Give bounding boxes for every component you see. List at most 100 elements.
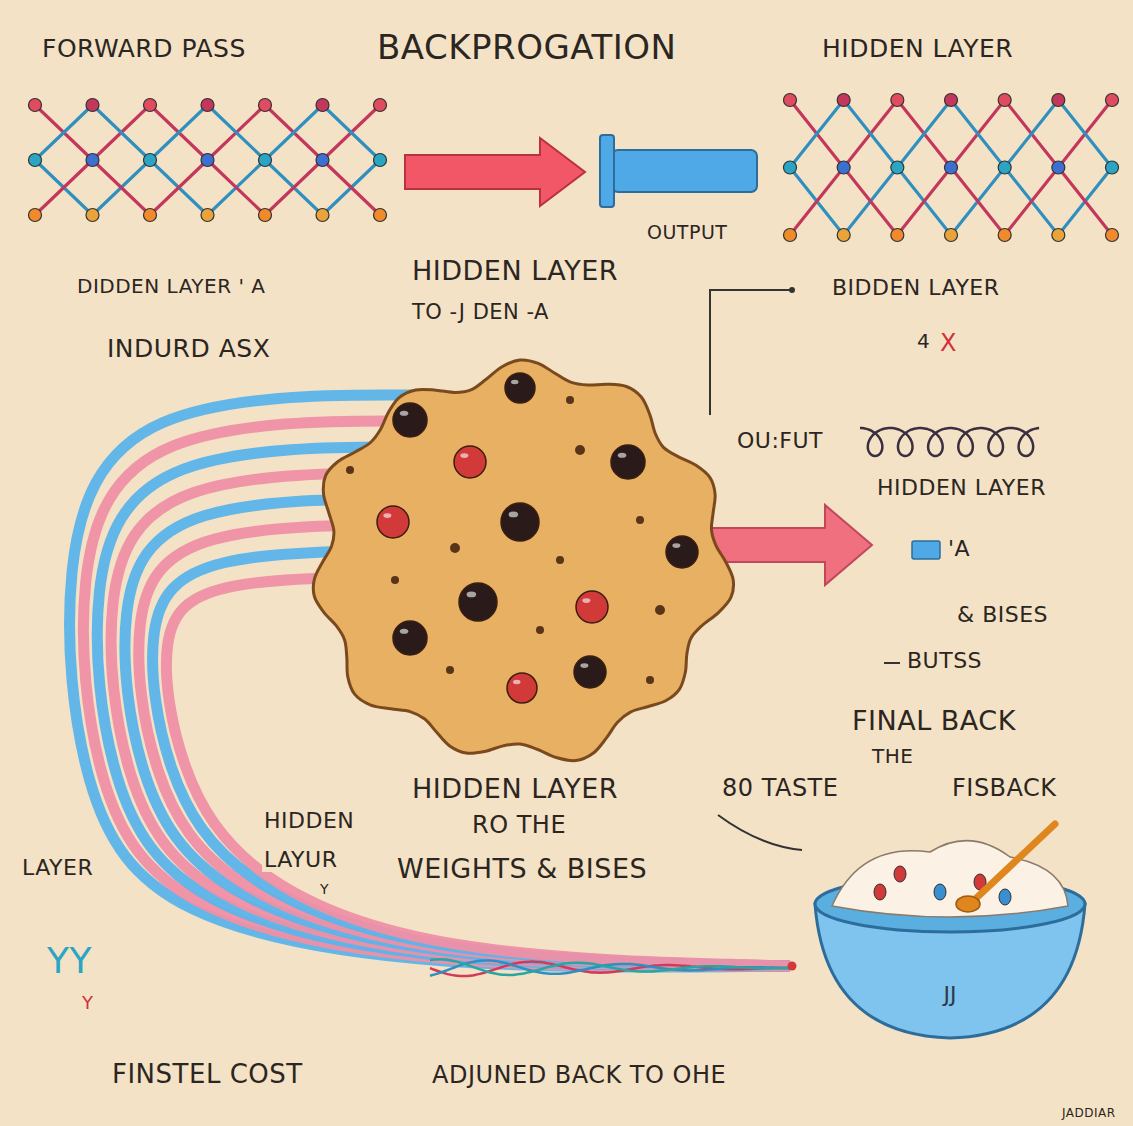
lattice-strand (35, 160, 380, 215)
chip-highlight (460, 453, 468, 458)
label-text: FINAL BACK (850, 705, 1018, 736)
candy-piece (934, 884, 946, 900)
cream (832, 841, 1068, 917)
label-text: ADJUNED BACK TO OHE (430, 1061, 728, 1089)
label-wrap: JADDIAR (1060, 1103, 1118, 1121)
lattice-strand (790, 100, 1112, 168)
label-wrap: Y (80, 993, 96, 1014)
chocolate-chip (393, 403, 427, 437)
candy-piece (874, 884, 886, 900)
label-text: WEIGHTS & BISES (395, 853, 649, 884)
label-wrap: FORWARD PASS (40, 35, 248, 64)
spoon-handle (970, 824, 1055, 904)
chip-highlight (580, 663, 588, 668)
small-block (912, 541, 940, 559)
crumb-dot (391, 576, 399, 584)
lattice-node (784, 229, 797, 242)
label-wrap: LAYER (20, 855, 95, 880)
label-text: FORWARD PASS (40, 34, 248, 63)
lattice-node (1106, 161, 1119, 174)
chip-highlight (618, 453, 627, 458)
network-lattice (29, 99, 387, 222)
label-text: LAYER (20, 855, 95, 880)
chocolate-chip (574, 656, 606, 688)
lattice-node (374, 209, 387, 222)
lattice-node (144, 99, 157, 112)
braid-dot (788, 962, 797, 971)
label-wrap: OUTPUT (645, 222, 729, 244)
braid-line (430, 959, 790, 975)
beam-shape (612, 150, 757, 192)
label-wrap: INDURD ASX (105, 335, 272, 364)
chip-highlight (400, 411, 409, 416)
label-text: DIDDEN LAYER ' A (75, 274, 267, 298)
chip-highlight (582, 598, 590, 603)
leader-line (718, 815, 802, 850)
wave-loops (860, 428, 1039, 456)
label-wrap: DIDDEN LAYER ' A (75, 275, 267, 298)
bowl-node: JJ (805, 812, 1095, 1047)
label-text: HIDDEN LAYER (410, 773, 620, 804)
bowl-label: JJ (805, 982, 1095, 1007)
label-wrap: HIDDEN LAYER (410, 773, 620, 804)
cookie (313, 360, 733, 761)
chocolate-chip (505, 373, 535, 403)
lattice-node (29, 209, 42, 222)
chip-highlight (513, 680, 521, 685)
spoon-head (956, 896, 980, 912)
lattice-node (374, 99, 387, 112)
chip-highlight (383, 513, 391, 518)
label-text: 'A (946, 536, 972, 561)
lattice-node (201, 99, 214, 112)
chocolate-chip (459, 583, 497, 621)
crumb-dot (536, 626, 544, 634)
label-text: TO -J DEN -A (410, 300, 551, 324)
crumb-dot (636, 516, 644, 524)
label-wrap: X (938, 330, 959, 358)
lattice-node (259, 99, 272, 112)
lattice-node (998, 229, 1011, 242)
label-text: JADDIAR (1060, 1106, 1118, 1120)
dash-mark (884, 662, 900, 664)
label-text: HIDDEN LAYER (410, 255, 620, 286)
lattice-node (945, 161, 958, 174)
lattice-node (29, 99, 42, 112)
label-wrap: 'A (946, 536, 972, 561)
lattice-node (374, 154, 387, 167)
label-wrap: FISBACK (950, 775, 1059, 803)
label-text: 80 TASTE (720, 774, 840, 802)
chocolate-chip (666, 536, 698, 568)
label-text: HIDDEN LAYER (875, 475, 1048, 500)
candy-chip (454, 446, 486, 478)
label-wrap: HIDDEN (262, 808, 356, 833)
chocolate-chip (393, 621, 427, 655)
lattice-node (201, 209, 214, 222)
label-wrap: RO THE (470, 812, 568, 840)
lattice-node (945, 94, 958, 107)
chip-highlight (467, 592, 477, 598)
lattice-node (144, 209, 157, 222)
crumb-dot (446, 666, 454, 674)
lattice-node (316, 99, 329, 112)
lattice-node (86, 209, 99, 222)
label-wrap: BIDDEN LAYER (830, 275, 1002, 300)
lattice-node (1052, 94, 1065, 107)
lattice-node (837, 161, 850, 174)
lattice-node (86, 99, 99, 112)
lattice-strand (35, 160, 380, 215)
lattice-strand (790, 168, 1112, 236)
lattice-node (998, 161, 1011, 174)
lattice-node (945, 229, 958, 242)
lattice-node (784, 94, 797, 107)
lattice-node (86, 154, 99, 167)
lattice-node (316, 154, 329, 167)
lattice-node (144, 154, 157, 167)
lattice-node (891, 161, 904, 174)
lattice-node (1106, 229, 1119, 242)
label-text: BUTSS (905, 648, 984, 673)
chip-highlight (511, 380, 519, 385)
label-text: X (938, 329, 959, 357)
title: BACKPROGATION (375, 27, 678, 67)
label-text: FINSTEL COST (110, 1059, 305, 1089)
